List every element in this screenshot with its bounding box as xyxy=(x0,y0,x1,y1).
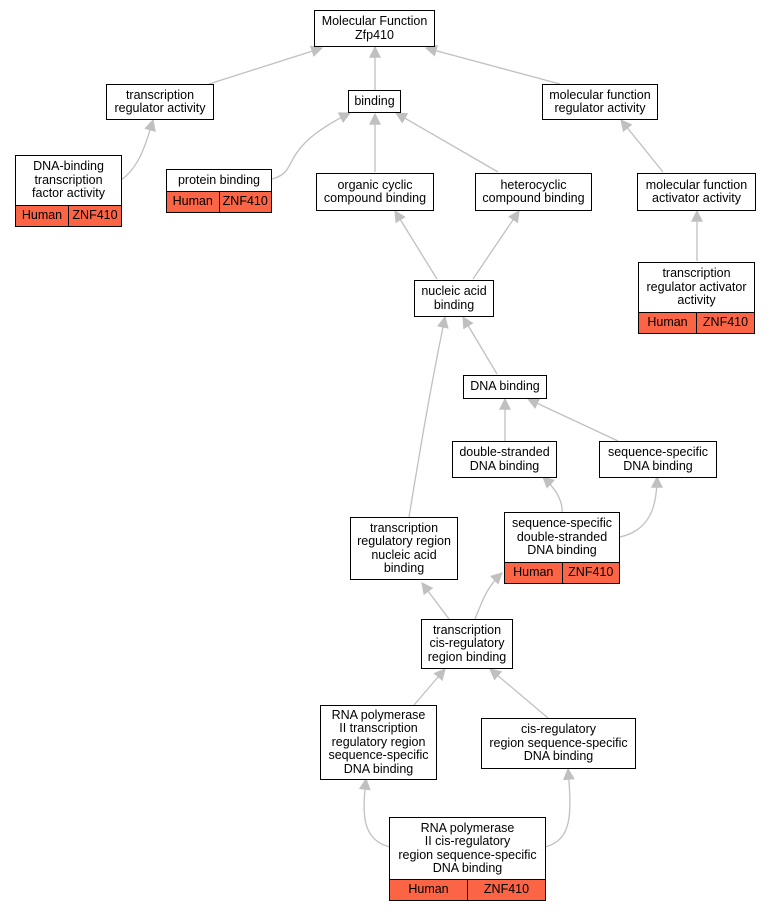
edge-t-cis-reg-to-ss-ds-dna xyxy=(474,572,503,620)
edge-mf-activator-to-mf-regulator xyxy=(620,119,664,173)
node-root[interactable]: Molecular Function Zfp410 xyxy=(314,10,435,47)
edge-cis-reg-ss-to-t-cis-reg xyxy=(489,668,549,719)
node-label: transcription regulatory region nucleic … xyxy=(357,520,451,575)
edge-rnap2-cis-reg-to-cis-reg-ss xyxy=(544,767,575,848)
annotation-row: Human ZNF410 xyxy=(167,191,271,212)
gene-cell: ZNF410 xyxy=(218,192,272,212)
node-label: RNA polymerase II cis-regulatory region … xyxy=(398,820,537,875)
node-label: transcription cis-regulatory region bind… xyxy=(427,622,507,664)
gene-cell: ZNF410 xyxy=(467,880,545,900)
node-label: binding xyxy=(354,93,395,108)
node-label: organic cyclic compound binding xyxy=(323,177,427,205)
edge-dna-binding-to-nucleic-acid xyxy=(462,315,498,375)
annotation-row: Human ZNF410 xyxy=(505,562,619,583)
edge-tr-region-na-to-nucleic-acid xyxy=(408,315,449,518)
edge-mf-regulator-to-root xyxy=(424,45,561,85)
node-label: double-stranded DNA binding xyxy=(459,445,550,473)
edge-nucleic-acid-to-organic-cyclic xyxy=(394,209,438,280)
gene-cell: ZNF410 xyxy=(696,313,754,333)
node-rna-polymerase-ii-cis-regulatory-region-binding[interactable]: RNA polymerase II cis-regulatory region … xyxy=(389,817,546,901)
edge-protein-binding-to-binding xyxy=(271,112,352,180)
edge-dna-binding-tf-to-transcription-regulator xyxy=(120,118,156,181)
edge-rnap2-tr-region-to-t-cis-reg xyxy=(413,668,446,706)
gene-cell: ZNF410 xyxy=(68,206,121,226)
node-label: heterocyclic compound binding xyxy=(482,177,585,205)
node-molecular-function-regulator-activity[interactable]: molecular function regulator activity xyxy=(542,84,658,120)
edge-ss-dna-to-dna-binding xyxy=(526,398,619,442)
gene-cell: ZNF410 xyxy=(561,563,620,583)
node-label: sequence-specific double-stranded DNA bi… xyxy=(511,516,613,558)
edge-ss-ds-dna-to-ss-dna xyxy=(619,475,663,538)
node-label: Molecular Function Zfp410 xyxy=(321,14,428,42)
node-nucleic-acid-binding[interactable]: nucleic acid binding xyxy=(414,280,494,317)
annotation-row: Human ZNF410 xyxy=(16,205,121,226)
node-double-stranded-dna-binding[interactable]: double-stranded DNA binding xyxy=(452,441,557,478)
node-dna-binding-transcription-factor-activity[interactable]: DNA-binding transcription factor activit… xyxy=(15,155,122,227)
edge-rnap2-cis-reg-to-rnap2-tr-region xyxy=(358,777,391,848)
node-label: transcription regulator activity xyxy=(114,87,206,115)
node-dna-binding[interactable]: DNA binding xyxy=(463,375,547,399)
edge-nucleic-acid-to-heterocyclic xyxy=(472,210,520,280)
species-cell: Human xyxy=(21,208,63,223)
species-cell: Human xyxy=(513,565,554,580)
node-heterocyclic-compound-binding[interactable]: heterocyclic compound binding xyxy=(475,173,592,211)
annotation-row: Human ZNF410 xyxy=(639,312,754,333)
edge-heterocyclic-to-binding xyxy=(394,112,499,173)
node-label: transcription regulator activator activi… xyxy=(646,266,747,308)
node-sequence-specific-dna-binding[interactable]: sequence-specific DNA binding xyxy=(599,441,717,478)
species-cell: Human xyxy=(408,882,449,897)
node-binding[interactable]: binding xyxy=(348,90,401,113)
edge-transcription-regulator-to-root xyxy=(208,45,324,85)
species-cell: Human xyxy=(647,315,688,330)
node-label: RNA polymerase II transcription regulato… xyxy=(328,707,429,776)
edge-ss-ds-dna-to-ds-dna xyxy=(542,476,563,514)
node-protein-binding[interactable]: protein binding Human ZNF410 xyxy=(166,169,272,213)
edge-t-cis-reg-to-tr-region-na xyxy=(421,582,450,620)
node-label: molecular function activator activity xyxy=(645,177,748,205)
node-label: cis-regulatory region sequence-specific … xyxy=(489,722,628,764)
node-rna-polymerase-ii-transcription-regulatory-region-binding[interactable]: RNA polymerase II transcription regulato… xyxy=(320,705,437,780)
node-transcription-regulatory-region-nucleic-acid-binding[interactable]: transcription regulatory region nucleic … xyxy=(350,517,458,580)
node-cis-regulatory-region-sequence-specific-dna-binding[interactable]: cis-regulatory region sequence-specific … xyxy=(481,718,636,769)
node-sequence-specific-double-stranded-dna-binding[interactable]: sequence-specific double-stranded DNA bi… xyxy=(504,512,620,584)
node-transcription-regulator-activator-activity[interactable]: transcription regulator activator activi… xyxy=(638,262,755,334)
node-label: sequence-specific DNA binding xyxy=(607,445,709,473)
node-organic-cyclic-compound-binding[interactable]: organic cyclic compound binding xyxy=(316,173,434,211)
node-label: molecular function regulator activity xyxy=(549,87,651,115)
annotation-row: Human ZNF410 xyxy=(390,879,545,900)
node-molecular-function-activator-activity[interactable]: molecular function activator activity xyxy=(637,173,756,211)
node-label: nucleic acid binding xyxy=(421,284,487,312)
node-label: DNA binding xyxy=(470,379,540,394)
node-transcription-cis-regulatory-region-binding[interactable]: transcription cis-regulatory region bind… xyxy=(421,619,513,669)
node-transcription-regulator-activity[interactable]: transcription regulator activity xyxy=(106,84,214,120)
species-cell: Human xyxy=(172,194,213,209)
node-label: DNA-binding transcription factor activit… xyxy=(32,159,105,201)
node-label: protein binding xyxy=(177,172,260,187)
